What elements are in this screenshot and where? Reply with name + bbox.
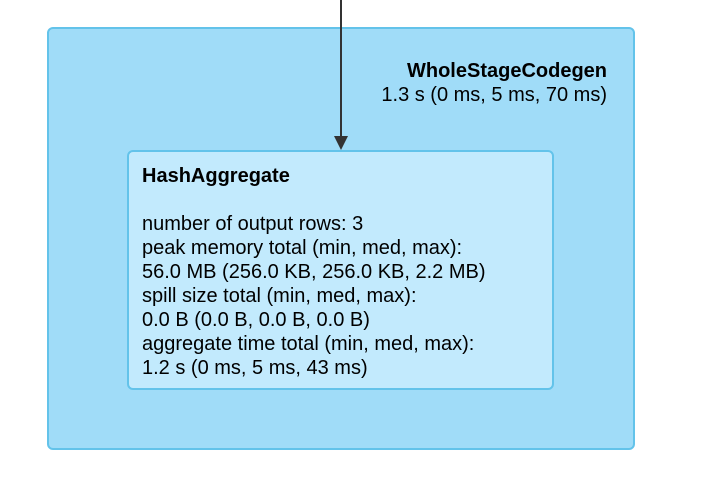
node-title: HashAggregate bbox=[142, 165, 290, 187]
cluster-metric: 1.3 s (0 ms, 5 ms, 70 ms) bbox=[381, 84, 607, 106]
node-metric-line: 0.0 B (0.0 B, 0.0 B, 0.0 B) bbox=[142, 309, 370, 331]
arrowhead-icon bbox=[334, 136, 348, 150]
hashaggregate-node[interactable]: HashAggregate number of output rows: 3 p… bbox=[127, 150, 554, 390]
cluster-name: WholeStageCodegen bbox=[406, 60, 607, 82]
node-metric-line: 1.2 s (0 ms, 5 ms, 43 ms) bbox=[142, 357, 368, 379]
cluster-label: WholeStageCodegen 1.3 s (0 ms, 5 ms, 70 … bbox=[381, 59, 607, 107]
node-metric-line: spill size total (min, med, max): bbox=[142, 285, 417, 307]
node-metric-line: 56.0 MB (256.0 KB, 256.0 KB, 2.2 MB) bbox=[142, 261, 486, 283]
node-metric-line: aggregate time total (min, med, max): bbox=[142, 333, 475, 355]
node-metric-line: peak memory total (min, med, max): bbox=[142, 237, 463, 259]
node-metric-line: number of output rows: 3 bbox=[142, 213, 364, 235]
